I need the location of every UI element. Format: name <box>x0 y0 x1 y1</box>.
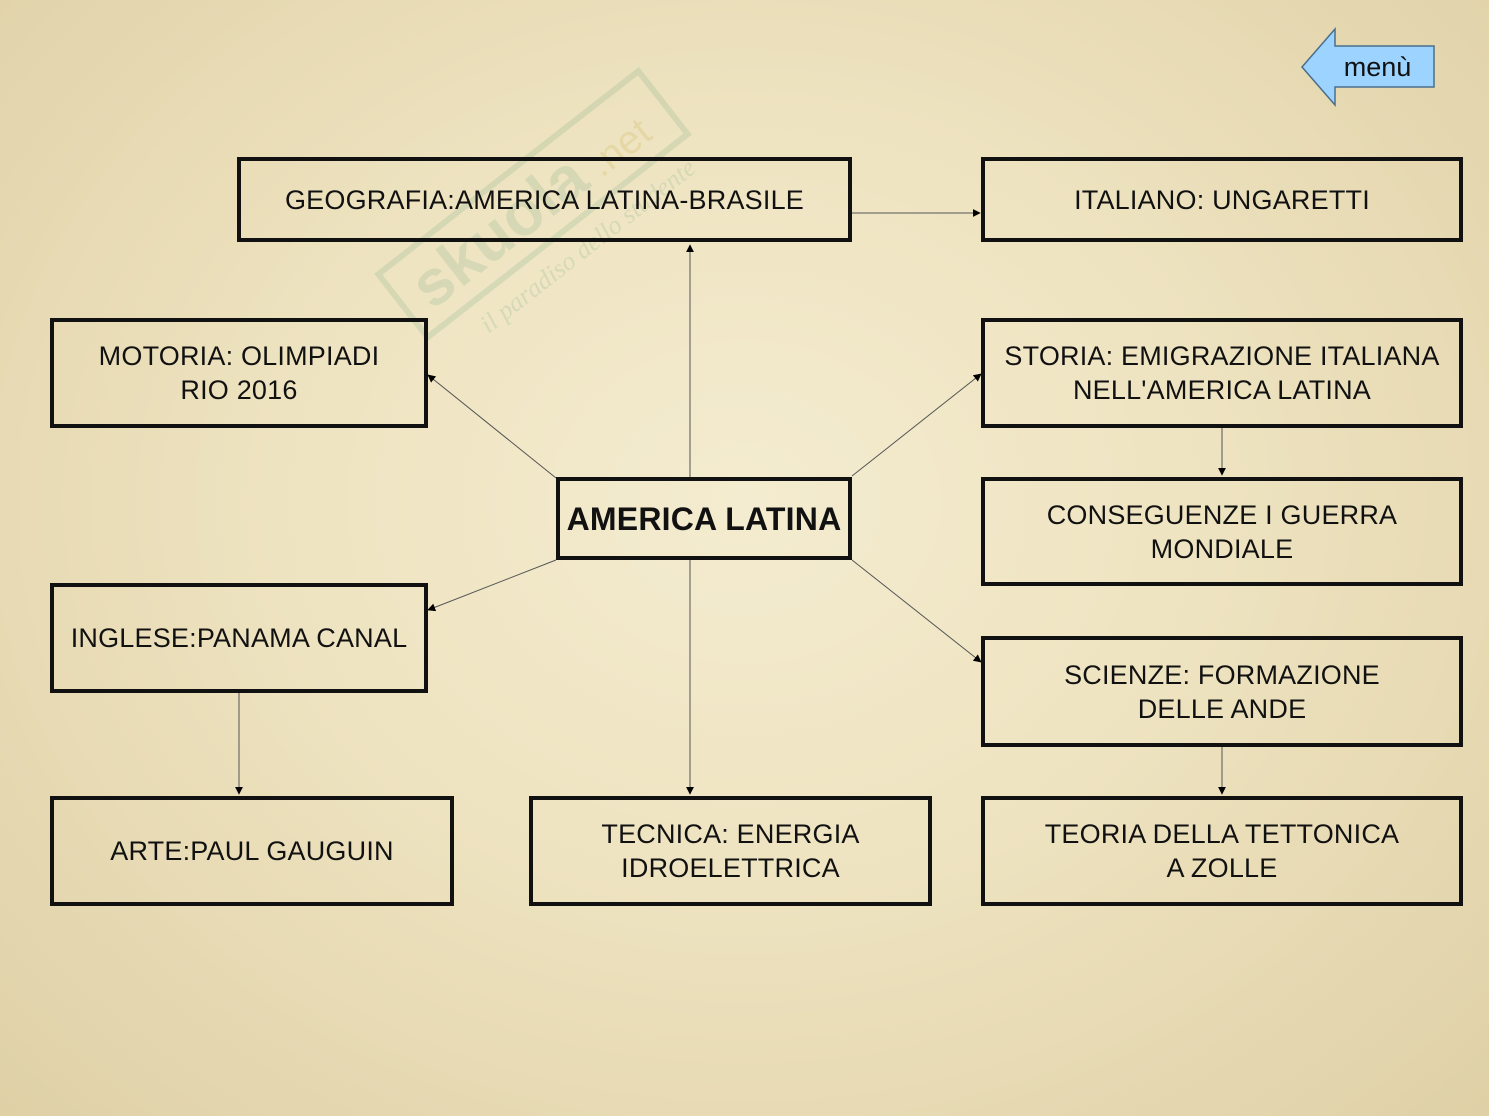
arrow-to-motoria <box>427 374 557 479</box>
node-italiano[interactable]: ITALIANO: UNGARETTI <box>981 157 1463 242</box>
node-conseguenze[interactable]: CONSEGUENZE I GUERRA MONDIALE <box>981 477 1463 586</box>
arrow-to-scienze <box>851 559 982 663</box>
node-tecnica[interactable]: TECNICA: ENERGIA IDROELETTRICA <box>529 796 932 906</box>
arrow-to-storia <box>851 373 982 477</box>
menu-button-label[interactable]: menù <box>1343 51 1412 82</box>
node-geografia[interactable]: GEOGRAFIA:AMERICA LATINA-BRASILE <box>237 157 852 242</box>
node-storia[interactable]: STORIA: EMIGRAZIONE ITALIANA NELL'AMERIC… <box>981 318 1463 428</box>
node-america-latina[interactable]: AMERICA LATINA <box>556 477 852 560</box>
node-inglese[interactable]: INGLESE:PANAMA CANAL <box>50 583 428 693</box>
menu-back-arrow-button[interactable] <box>1300 27 1440 107</box>
node-scienze[interactable]: SCIENZE: FORMAZIONE DELLE ANDE <box>981 636 1463 747</box>
node-motoria[interactable]: MOTORIA: OLIMPIADI RIO 2016 <box>50 318 428 428</box>
node-arte[interactable]: ARTE:PAUL GAUGUIN <box>50 796 454 906</box>
arrow-to-inglese <box>427 559 557 612</box>
node-teoria[interactable]: TEORIA DELLA TETTONICA A ZOLLE <box>981 796 1463 906</box>
